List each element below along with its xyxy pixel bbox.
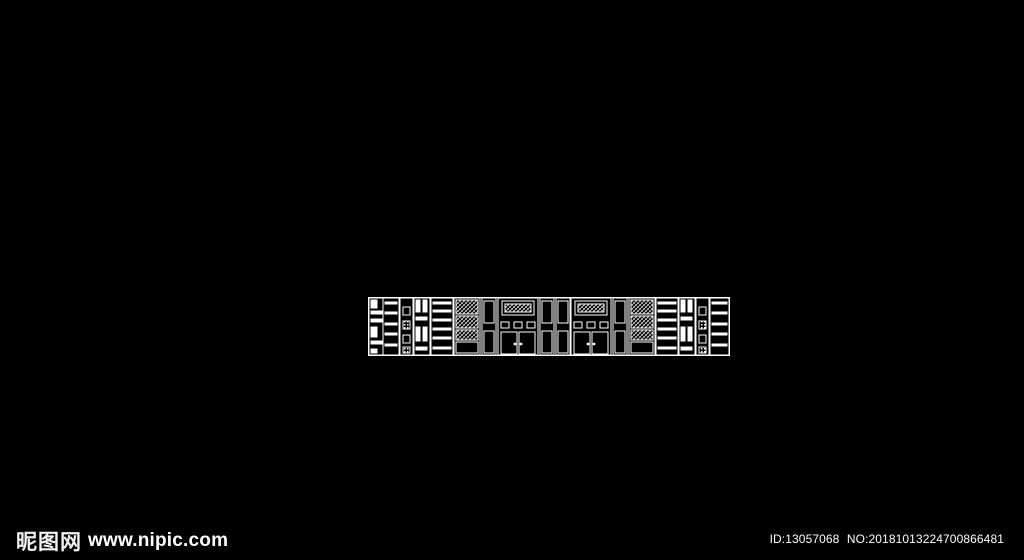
left-tall-cabinet — [453, 297, 481, 356]
left-shelving — [368, 297, 400, 356]
left-shelving-b — [430, 297, 454, 356]
right-shelving-b — [655, 297, 679, 356]
right-tall-cabinet — [628, 297, 656, 356]
right-column-a — [695, 297, 710, 356]
elevation-svg — [368, 297, 730, 356]
image-no-text: NO:20181013224700866481 — [846, 532, 1004, 546]
cad-elevation-drawing — [368, 297, 730, 357]
center-panels — [539, 297, 571, 356]
watermark-id: ID:13057068 NO:20181013224700866481 — [770, 532, 1004, 546]
right-shelving — [709, 297, 730, 356]
left-column-b — [413, 297, 431, 356]
logo-site-url: www.nipic.com — [88, 530, 229, 551]
watermark-logo: 昵图网 www.nipic.com — [16, 527, 228, 555]
image-id-text: ID:13057068 — [769, 532, 840, 546]
left-column-a — [399, 297, 414, 356]
right-column-b — [678, 297, 696, 356]
left-narrow-panels — [481, 297, 497, 356]
logo-mark: 昵图网 — [16, 530, 82, 554]
right-narrow-panels — [612, 297, 628, 356]
right-double-door — [570, 297, 612, 356]
left-double-door — [497, 297, 539, 356]
